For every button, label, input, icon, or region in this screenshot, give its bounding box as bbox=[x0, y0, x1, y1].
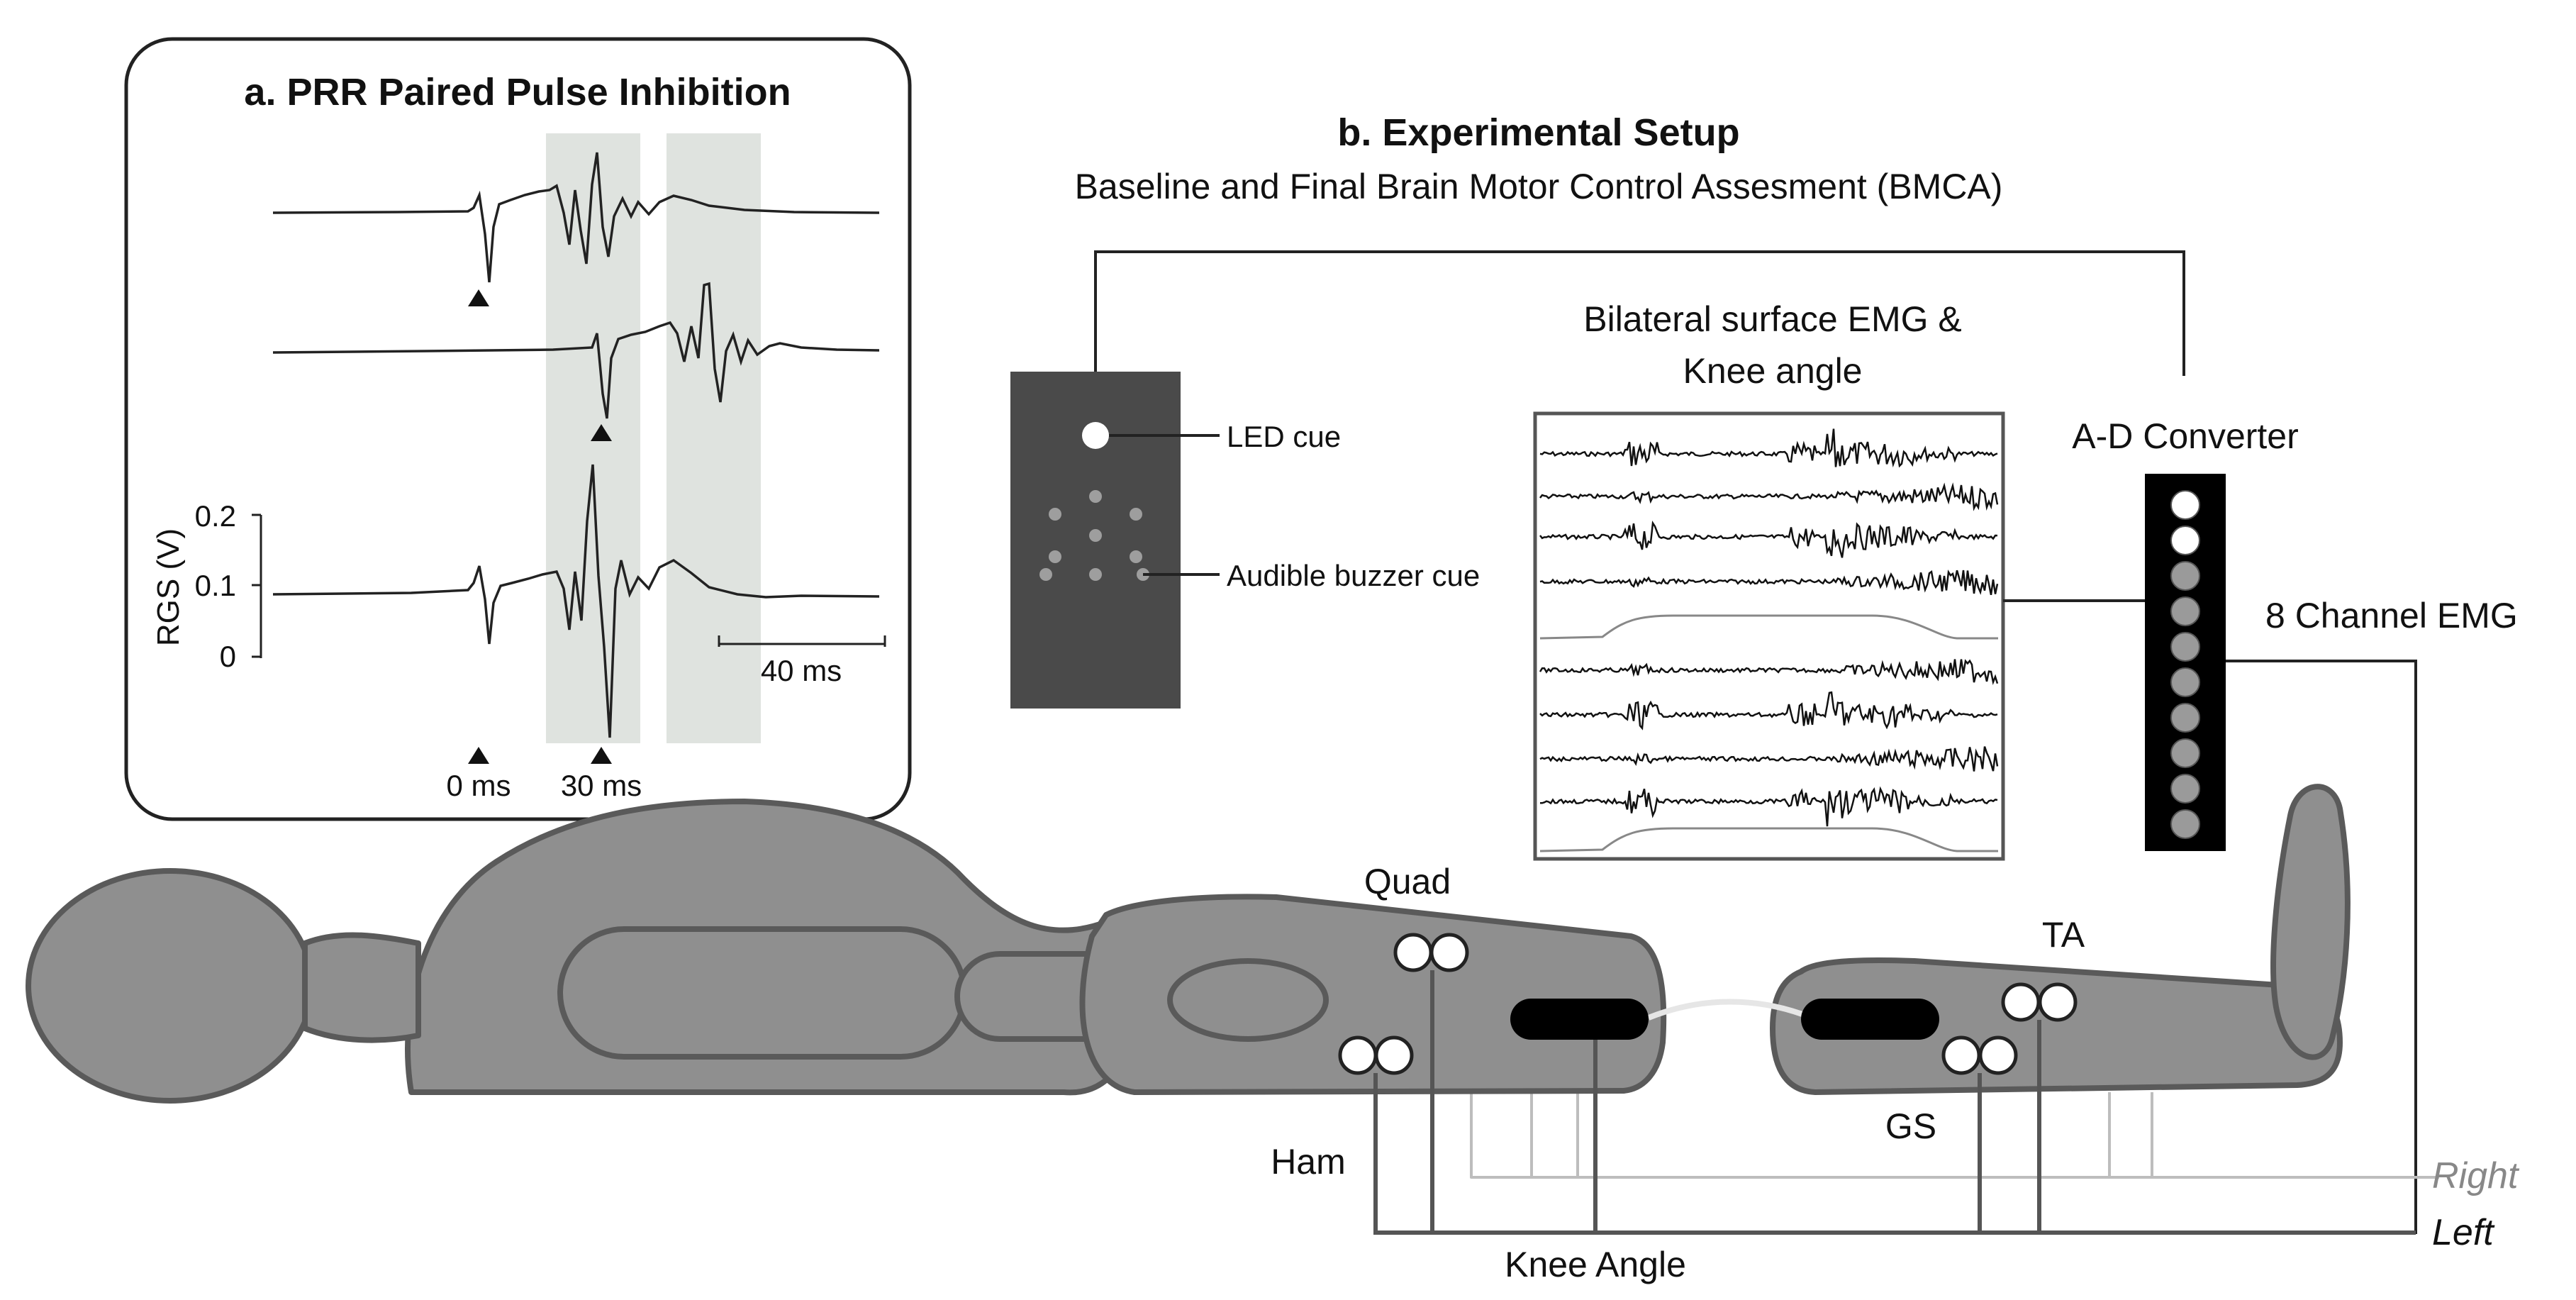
emg-title-line1: Bilateral surface EMG & bbox=[1583, 299, 1962, 339]
electrode-gs-2 bbox=[1978, 1035, 2018, 1075]
adc-channel-light bbox=[2170, 667, 2200, 697]
goniometer bbox=[1510, 999, 1939, 1233]
emg-trace bbox=[1539, 428, 1998, 468]
time-label-0: 0 ms bbox=[446, 769, 511, 802]
led-label: LED cue bbox=[1227, 420, 1341, 453]
thigh bbox=[1079, 894, 1667, 1095]
scale-bar-label: 40 ms bbox=[761, 654, 842, 687]
electrode-gs-1 bbox=[1941, 1035, 1981, 1075]
emg-traces bbox=[1539, 428, 1999, 852]
adc-channel-light bbox=[2170, 809, 2200, 839]
hand bbox=[1167, 958, 1329, 1042]
panel-b-title: b. Experimental Setup bbox=[1337, 111, 1739, 154]
window-2 bbox=[667, 133, 761, 743]
electrode-ham-2 bbox=[1374, 1035, 1414, 1075]
adc-label: A-D Converter bbox=[2072, 416, 2299, 456]
emg-title-line2: Knee angle bbox=[1683, 351, 1862, 391]
stim-marker-2 bbox=[591, 424, 612, 441]
stim-marker-4 bbox=[591, 747, 612, 764]
time-label-30: 30 ms bbox=[561, 769, 642, 802]
upper-arm bbox=[557, 926, 967, 1060]
quad-label: Quad bbox=[1364, 862, 1451, 901]
ta-label: TA bbox=[2042, 915, 2085, 955]
electrodes bbox=[1338, 933, 2078, 1075]
goniometer-sensor-thigh bbox=[1510, 999, 1649, 1040]
lower-leg bbox=[1770, 957, 2343, 1095]
adc-channel-light bbox=[2170, 774, 2200, 804]
adc-channel-light bbox=[2170, 526, 2200, 555]
stim-marker-3 bbox=[468, 747, 489, 764]
panel-a: a. PRR Paired Pulse Inhibition 0.2 0.1 0… bbox=[124, 37, 912, 821]
adc-channel-indicators bbox=[2170, 490, 2200, 839]
knee-angle-trace bbox=[1539, 827, 1998, 852]
emg-trace bbox=[1539, 570, 1999, 596]
adc-channel-light bbox=[2170, 490, 2200, 520]
neck bbox=[302, 932, 421, 1043]
electrode-quad-2 bbox=[1429, 933, 1469, 972]
buzzer-label: Audible buzzer cue bbox=[1227, 559, 1480, 592]
y-tick-label-0: 0 bbox=[220, 640, 236, 673]
buzzer-icon bbox=[1039, 490, 1149, 581]
knee-angle-trace bbox=[1539, 614, 1998, 640]
body-figure bbox=[26, 784, 2439, 1179]
cue-box: LED cue Audible buzzer cue bbox=[1010, 372, 1480, 709]
adc-channel-light bbox=[2170, 561, 2200, 591]
trace-2 bbox=[272, 282, 880, 419]
ham-label: Ham bbox=[1271, 1142, 1346, 1182]
emg-trace bbox=[1539, 659, 1999, 686]
right-label: Right bbox=[2432, 1155, 2520, 1196]
emg-display bbox=[1533, 411, 2005, 861]
electrode-ta-1 bbox=[2001, 982, 2041, 1022]
right-leg-wiring bbox=[1470, 1092, 2439, 1179]
electrode-ta-2 bbox=[2038, 982, 2078, 1022]
foot bbox=[2270, 784, 2351, 1060]
stim-marker-1 bbox=[468, 289, 489, 306]
emg-trace bbox=[1539, 520, 1998, 558]
adc-channel-light bbox=[2170, 596, 2200, 626]
goniometer-cable bbox=[1647, 999, 1813, 1021]
emg-trace bbox=[1539, 691, 1998, 730]
panel-b-subtitle: Baseline and Final Brain Motor Control A… bbox=[1075, 167, 2003, 206]
y-tick-label-02: 0.2 bbox=[195, 499, 236, 533]
emg-trace bbox=[1539, 746, 1999, 772]
left-label: Left bbox=[2432, 1212, 2495, 1253]
left-leg-wiring bbox=[1373, 970, 2416, 1235]
emg-trace bbox=[1539, 786, 1998, 827]
electrode-quad-1 bbox=[1393, 933, 1433, 972]
y-tick-label-01: 0.1 bbox=[195, 569, 236, 602]
trace-3 bbox=[272, 464, 880, 738]
panel-a-title: a. PRR Paired Pulse Inhibition bbox=[244, 71, 791, 113]
electrode-ham-1 bbox=[1338, 1035, 1378, 1075]
gs-label: GS bbox=[1885, 1106, 1936, 1146]
adc-channel-light bbox=[2170, 632, 2200, 662]
channel-label: 8 Channel EMG bbox=[2265, 596, 2518, 635]
emg-trace bbox=[1539, 482, 1999, 511]
knee-angle-label: Knee Angle bbox=[1505, 1245, 1686, 1284]
trace-1 bbox=[272, 152, 880, 283]
led-icon bbox=[1082, 422, 1109, 449]
head bbox=[26, 868, 315, 1104]
goniometer-sensor-shank bbox=[1801, 999, 1939, 1040]
panel-a-frame bbox=[124, 37, 912, 821]
adc-channel-light bbox=[2170, 703, 2200, 733]
adc-channel-light bbox=[2170, 738, 2200, 768]
y-axis-label: RGS (V) bbox=[151, 528, 186, 646]
cue-adc-connector bbox=[1094, 250, 2185, 376]
